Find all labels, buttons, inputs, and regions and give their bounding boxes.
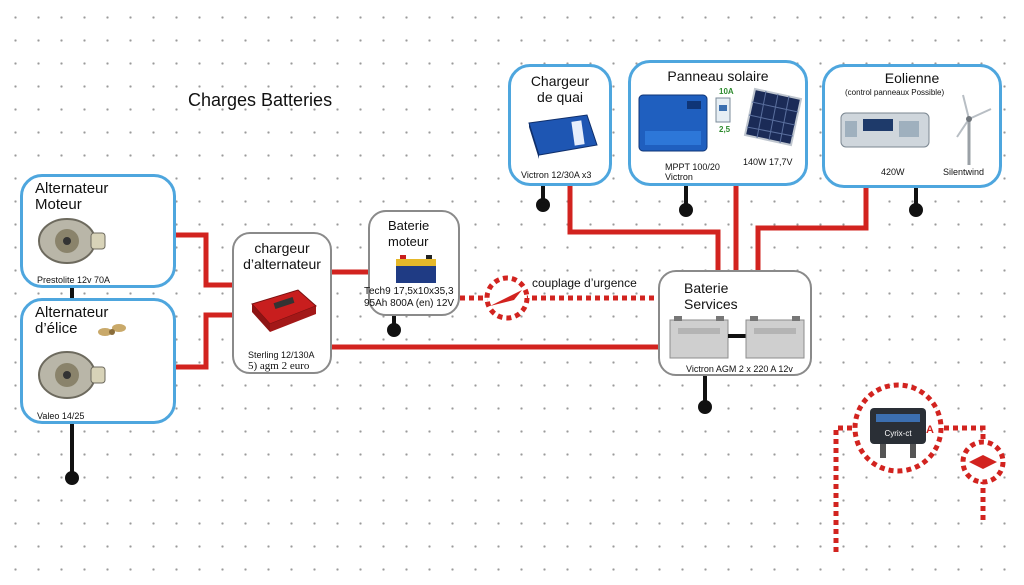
current-tag: 2,5 xyxy=(719,125,731,134)
node-title: Moteur xyxy=(35,196,82,213)
node-subtitle: (control panneaux Possible) xyxy=(845,88,945,97)
wire-wind-to-service xyxy=(755,187,869,270)
node-caption: 140W 17,7V xyxy=(743,157,793,167)
node-caption: Victron AGM 2 x 220 A 12v xyxy=(686,364,793,374)
node-title: Panneau solaire xyxy=(667,68,769,84)
node-caption: Victron xyxy=(665,172,693,182)
wind-controller-icon xyxy=(840,112,930,148)
node-title: Alternateur xyxy=(35,180,109,197)
propeller-icon xyxy=(98,324,126,336)
node-alternator-charger: chargeur d’alternateur Sterling 12/130A … xyxy=(232,232,332,374)
node-alternator-propeller: Alternateur d’élice Valeo 14/25 xyxy=(20,298,176,424)
breaker-icon xyxy=(715,97,731,123)
agm-battery-icon xyxy=(669,316,805,359)
wire-alt-engine-to-charger xyxy=(176,232,234,288)
solar-panel-icon xyxy=(743,87,803,147)
node-title: d’élice xyxy=(35,320,78,337)
node-caption: Valeo 14/25 xyxy=(37,411,85,421)
mppt-controller-icon xyxy=(638,94,708,152)
node-caption: 5) agm 2 euro xyxy=(248,360,310,372)
switch-arrow-icon xyxy=(490,290,997,469)
node-title: moteur xyxy=(388,234,429,249)
node-shore-charger: Chargeur de quai Victron 12/30A x3 xyxy=(508,64,612,186)
node-caption: 95Ah 800A (en) 12V xyxy=(364,298,455,309)
node-title: chargeur xyxy=(254,240,310,256)
node-caption: Sterling 12/130A xyxy=(248,350,315,360)
node-solar: Panneau solaire 10A 2,5 MPPT 100/20 Vict… xyxy=(628,60,808,186)
node-caption: Victron 12/30A x3 xyxy=(521,170,592,180)
wire-relay-left xyxy=(833,425,852,552)
node-caption: MPPT 100/20 xyxy=(665,162,720,172)
node-title: d’alternateur xyxy=(243,256,321,272)
node-title: Eolienne xyxy=(884,70,940,86)
wire-alt-prop-to-charger xyxy=(176,312,234,370)
node-title: Alternateur xyxy=(35,304,109,321)
alternator-icon xyxy=(38,351,106,399)
node-caption: Silentwind xyxy=(943,167,985,177)
page-title: Charges Batteries xyxy=(188,90,333,110)
node-title: Services xyxy=(684,296,738,312)
node-title: Baterie xyxy=(684,280,729,296)
shore-charger-icon xyxy=(528,114,598,159)
node-title: Baterie xyxy=(388,218,430,233)
wire-shore-to-service xyxy=(567,185,721,270)
relay-device-text: Cyrix-ct xyxy=(884,429,912,438)
wire-relay-right xyxy=(944,425,986,520)
car-battery-icon xyxy=(396,255,436,283)
node-caption: Prestolite 12v 70A xyxy=(37,275,111,285)
node-title: Chargeur xyxy=(530,73,590,89)
relay-device-icon xyxy=(870,408,926,458)
node-title: de quai xyxy=(537,89,583,105)
node-caption: Tech9 17,5x10x35,3 xyxy=(364,286,454,297)
node-engine-battery: Baterie moteur Tech9 17,5x10x35,3 95Ah 8… xyxy=(364,210,460,316)
relay-label: A xyxy=(926,424,934,436)
node-service-battery: Baterie Services Victron AGM 2 x 220 A 1… xyxy=(658,270,812,376)
emergency-coupling-label: couplage d’urgence xyxy=(532,276,637,290)
wind-turbine-icon xyxy=(956,94,992,165)
alternator-icon xyxy=(38,218,106,264)
node-alternator-engine: Alternateur Moteur Prestolite 12v 70A xyxy=(20,174,176,288)
current-tag: 10A xyxy=(719,87,734,96)
node-wind: Eolienne (control panneaux Possible) 420… xyxy=(822,64,1002,188)
charger-device-icon xyxy=(251,289,317,332)
node-caption: 420W xyxy=(881,167,905,177)
